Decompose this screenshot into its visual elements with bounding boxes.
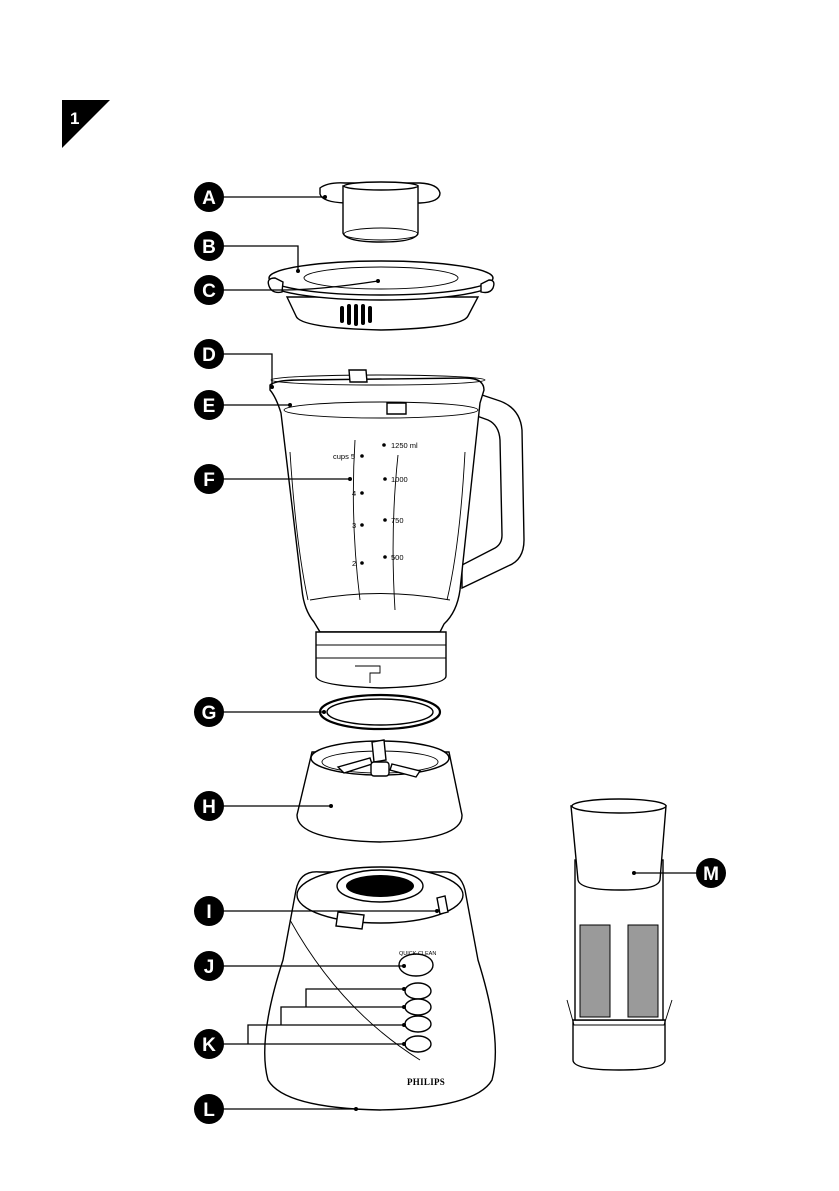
svg-text:H: H bbox=[202, 797, 216, 818]
sealing-ring bbox=[320, 695, 440, 729]
label-m: M bbox=[696, 858, 726, 888]
svg-text:F: F bbox=[203, 470, 215, 491]
svg-text:I: I bbox=[206, 902, 211, 923]
label-j: J bbox=[194, 951, 224, 981]
scale-cups-2: 2 bbox=[352, 559, 356, 568]
figure-number: 1 bbox=[70, 109, 79, 128]
scale-cups-5: cups 5 bbox=[333, 452, 355, 461]
svg-text:C: C bbox=[202, 281, 216, 302]
brand-logo: PHILIPS bbox=[407, 1077, 445, 1087]
blade-unit bbox=[297, 740, 462, 842]
scale-ml-750: 750 bbox=[391, 516, 404, 525]
svg-text:K: K bbox=[202, 1035, 216, 1056]
svg-text:E: E bbox=[203, 396, 216, 417]
measuring-cup bbox=[320, 182, 440, 242]
label-a: A bbox=[194, 182, 224, 212]
filter-accessory bbox=[567, 799, 672, 1070]
figure-number-badge: 1 bbox=[62, 100, 110, 148]
label-d: D bbox=[194, 339, 224, 369]
svg-text:L: L bbox=[203, 1100, 215, 1121]
svg-text:B: B bbox=[202, 237, 216, 258]
quick-clean-label: QUICK CLEAN bbox=[399, 951, 436, 957]
svg-text:D: D bbox=[202, 345, 216, 366]
scale-ml-500: 500 bbox=[391, 553, 404, 562]
label-f: F bbox=[194, 464, 224, 494]
lid bbox=[268, 261, 494, 330]
scale-cups-4: 4 bbox=[352, 489, 356, 498]
label-g: G bbox=[194, 697, 224, 727]
svg-text:A: A bbox=[202, 188, 216, 209]
scale-ml-1250: 1250 ml bbox=[391, 441, 418, 450]
svg-text:G: G bbox=[202, 703, 217, 724]
label-c: C bbox=[194, 275, 224, 305]
svg-text:J: J bbox=[204, 957, 215, 978]
svg-text:M: M bbox=[703, 864, 719, 885]
label-e: E bbox=[194, 390, 224, 420]
label-b: B bbox=[194, 231, 224, 261]
label-l: L bbox=[194, 1094, 224, 1124]
blender-jar: 1250 ml cups 5 1000 4 750 3 500 2 bbox=[270, 370, 524, 688]
scale-cups-3: 3 bbox=[352, 521, 356, 530]
label-h: H bbox=[194, 791, 224, 821]
scale-ml-1000: 1000 bbox=[391, 475, 408, 484]
label-i: I bbox=[194, 896, 224, 926]
label-k: K bbox=[194, 1029, 224, 1059]
